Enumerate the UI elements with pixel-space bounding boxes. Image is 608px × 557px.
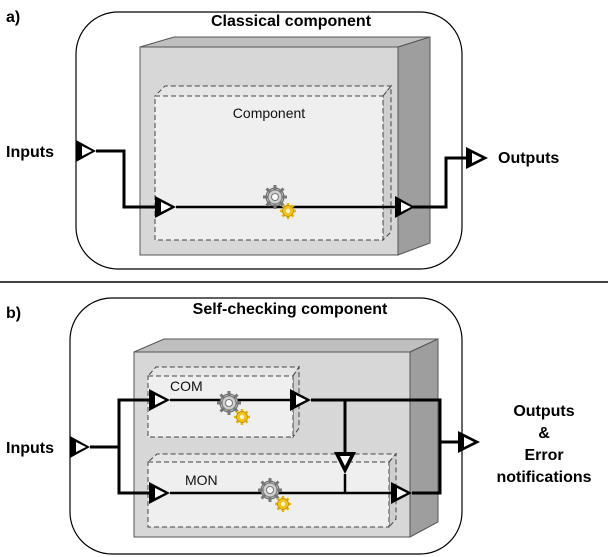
outputs-line-3: Error xyxy=(524,447,563,464)
mon-gear-icon xyxy=(258,478,291,512)
outputs-line-2: & xyxy=(538,425,550,442)
mon-output-wire xyxy=(412,442,442,495)
com-output-wire xyxy=(311,398,458,444)
panel-a: a) Classical component Component xyxy=(6,9,559,270)
panel-a-tag: a) xyxy=(6,9,20,26)
input-wire xyxy=(96,149,155,209)
panel-b-inputs-label: Inputs xyxy=(6,440,54,457)
gear-icon xyxy=(263,185,296,219)
input-split-wire xyxy=(117,398,149,495)
inner-component: Component xyxy=(153,84,393,242)
panel-b: b) Self-checking component COM MON xyxy=(6,297,592,555)
mon-label: MON xyxy=(185,472,218,488)
panel-a-outputs-label: Outputs xyxy=(498,150,559,167)
inner-component-label: Component xyxy=(233,105,305,121)
outputs-line-1: Outputs xyxy=(513,403,574,420)
output-wire xyxy=(413,156,466,209)
com-gear-icon xyxy=(217,391,250,425)
com-label: COM xyxy=(170,378,203,394)
panel-b-title: Self-checking component xyxy=(193,301,388,318)
panel-b-tag: b) xyxy=(6,305,21,322)
panel-a-title: Classical component xyxy=(211,13,372,30)
outputs-line-4: notifications xyxy=(496,469,591,486)
panel-a-inputs-label: Inputs xyxy=(6,144,54,161)
